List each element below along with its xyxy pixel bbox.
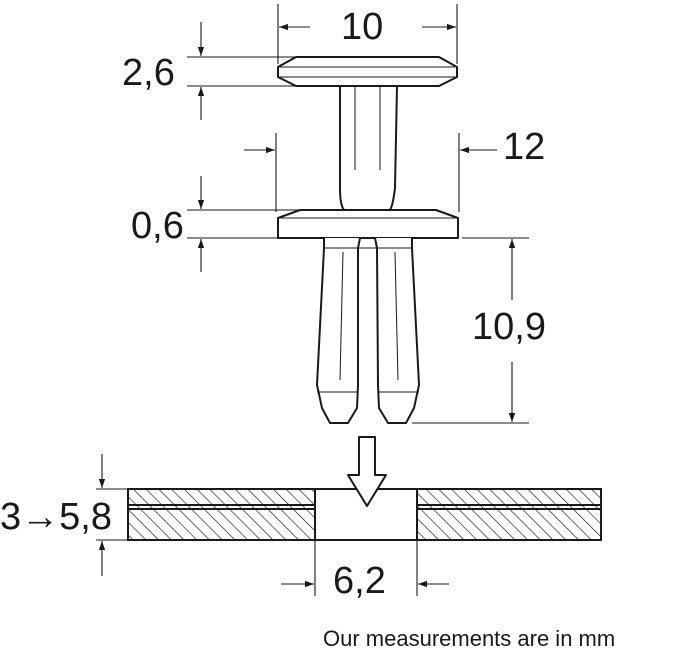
- rivet-legs: [316, 237, 420, 424]
- rivet-collar: [277, 209, 459, 239]
- dim-leg-length: [412, 237, 529, 424]
- label-collar-thickness: 0,6: [131, 205, 184, 247]
- rivet-head: [277, 56, 458, 87]
- label-collar-width: 12: [503, 126, 546, 168]
- dim-collar-width: [244, 133, 497, 212]
- dim-collar-thickness: [187, 176, 300, 272]
- label-hole-diameter: 6,2: [333, 560, 386, 602]
- label-head-width: 10: [341, 6, 384, 48]
- dim-head-thickness: [187, 22, 296, 120]
- dim-head-width: [277, 4, 458, 64]
- label-panel-thickness: 3→5,8: [0, 496, 112, 538]
- label-leg-length: 10,9: [472, 306, 546, 348]
- rivet-shaft: [339, 85, 398, 211]
- arrow-down-icon: [347, 436, 387, 507]
- dim-hole-diameter: [281, 540, 449, 596]
- dim-panel-thickness: [96, 454, 128, 576]
- measurement-units-note: Our measurements are in mm: [323, 626, 616, 651]
- label-head-thickness: 2,6: [122, 52, 175, 94]
- panel-section: [127, 488, 602, 541]
